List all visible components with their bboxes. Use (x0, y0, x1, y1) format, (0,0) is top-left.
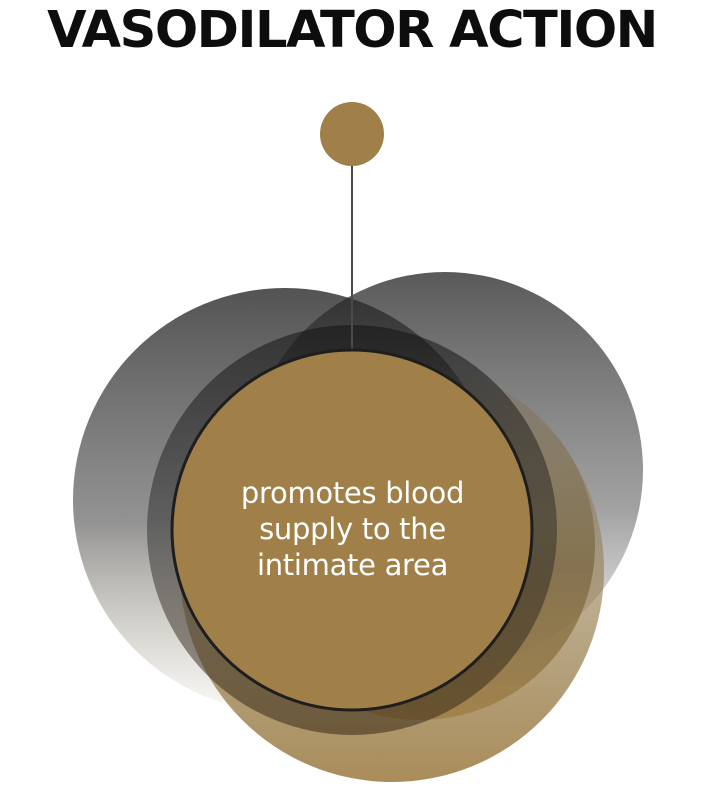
center-label-line-3: intimate area (256, 548, 449, 582)
center-label-line-1: promotes blood (240, 476, 465, 510)
top-node-circle (320, 102, 384, 166)
main-circle (170, 348, 534, 712)
center-label: promotes blood supply to the intimate ar… (190, 475, 515, 583)
center-label-line-2: supply to the (259, 512, 446, 546)
page-title: VASODILATOR ACTION (47, 1, 658, 60)
